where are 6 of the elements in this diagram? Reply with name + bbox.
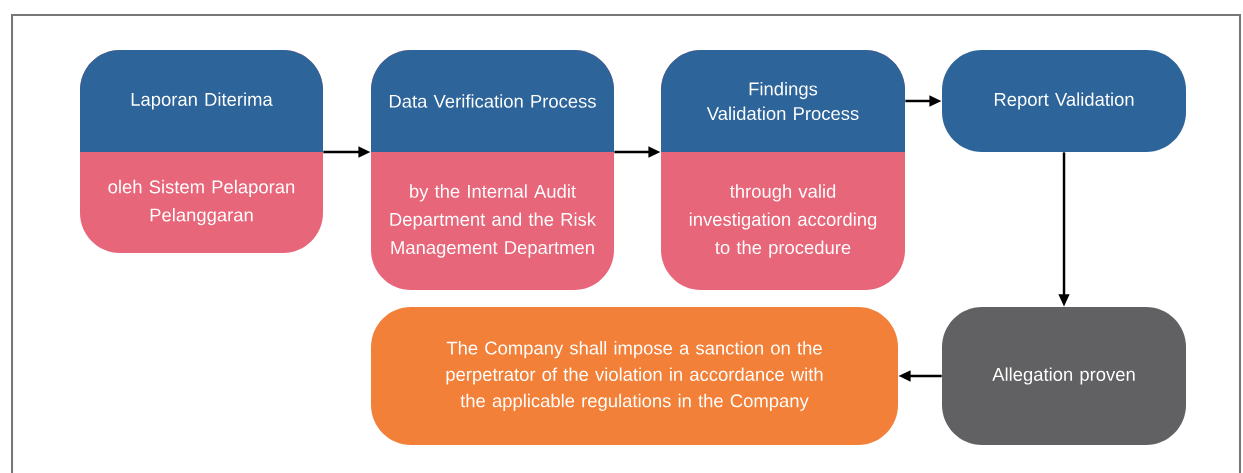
rounded-box: Report Validation [942,50,1186,152]
rounded-box: The Company shall impose a sanction on the perpetrator of the violation in accordance with the applicable regulations in the Company [371,307,898,445]
process-box: Data Verification Process by the Internal Audit Department and the Risk Management Departmen [371,50,614,290]
process-box: Findings Validation Process through valid investigation according to the procedure [661,50,905,290]
process-box: Laporan Diterima oleh Sistem Pelaporan Pelanggaran [80,50,323,253]
rounded-box: Allegation proven [942,307,1186,445]
